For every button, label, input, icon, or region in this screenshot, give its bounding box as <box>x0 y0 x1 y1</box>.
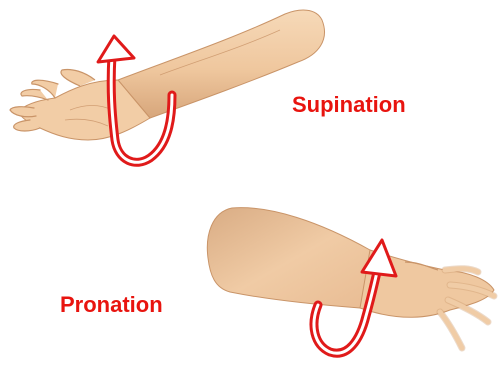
supination-label: Supination <box>292 92 406 118</box>
forearm-pronated <box>207 208 494 348</box>
supination-arrowhead <box>98 36 134 62</box>
pronation-label: Pronation <box>60 292 163 318</box>
forearm-pronated-arm <box>207 208 383 308</box>
